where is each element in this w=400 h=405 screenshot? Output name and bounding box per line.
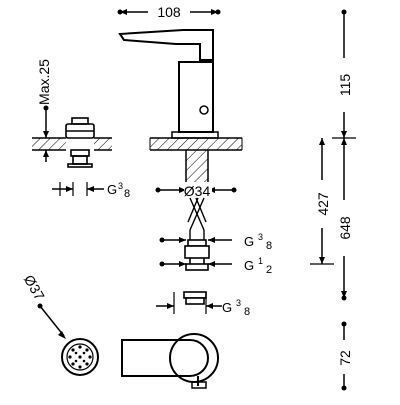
drain-plug-top-view: Ø37 — [21, 272, 99, 376]
thread-left-numerator: 3 — [118, 181, 123, 191]
level-427-label: 427 — [315, 192, 331, 216]
top-width-label: 108 — [157, 4, 181, 20]
faucet-body — [118, 29, 219, 139]
middle-fitting — [185, 258, 209, 271]
upper-fitting — [184, 239, 210, 259]
thread-upper-numerator: 3 — [258, 232, 263, 242]
max-plate-dimension: Max.25 — [36, 59, 52, 162]
thread-middle-denominator: 2 — [266, 264, 272, 276]
base-diameter-dimension: Ø34 — [155, 182, 237, 199]
base-diameter-label: Ø34 — [184, 183, 211, 199]
level-648-label: 648 — [337, 216, 353, 240]
bottom-height-dimension: 72 — [337, 321, 353, 391]
thread-lower-numerator: 3 — [236, 298, 241, 308]
thread-left-denominator: 8 — [124, 188, 130, 200]
thread-middle-prefix: G — [244, 258, 254, 273]
spout-height-label: 115 — [337, 74, 353, 97]
top-width-dimension: 108 — [117, 4, 221, 20]
thread-left-prefix: G — [107, 182, 117, 197]
thread-lower-denominator: 8 — [244, 306, 250, 318]
max-plate-label: Max.25 — [36, 59, 52, 105]
thread-middle-numerator: 1 — [258, 256, 263, 266]
thread-lower-dimension: G 3 8 — [156, 292, 250, 318]
drain-diameter-label: Ø37 — [21, 272, 48, 303]
countertop-right — [149, 137, 243, 151]
thread-upper-denominator: 8 — [266, 240, 272, 252]
right-height-dimension: 115 648 — [332, 9, 356, 301]
supply-hoses — [187, 197, 207, 240]
thread-middle-dimension: G 1 2 — [159, 256, 272, 276]
pop-up-drain — [65, 117, 95, 168]
thread-upper-dimension: G 3 8 — [159, 232, 272, 252]
thread-lower-prefix: G — [222, 300, 232, 315]
bottom-height-label: 72 — [337, 350, 353, 366]
lower-fitting — [183, 291, 207, 305]
level-427-dimension: 427 — [310, 138, 334, 265]
thread-upper-prefix: G — [244, 234, 254, 249]
faucet-side-view — [121, 333, 219, 389]
thread-left-dimension: G 3 8 — [52, 181, 130, 200]
